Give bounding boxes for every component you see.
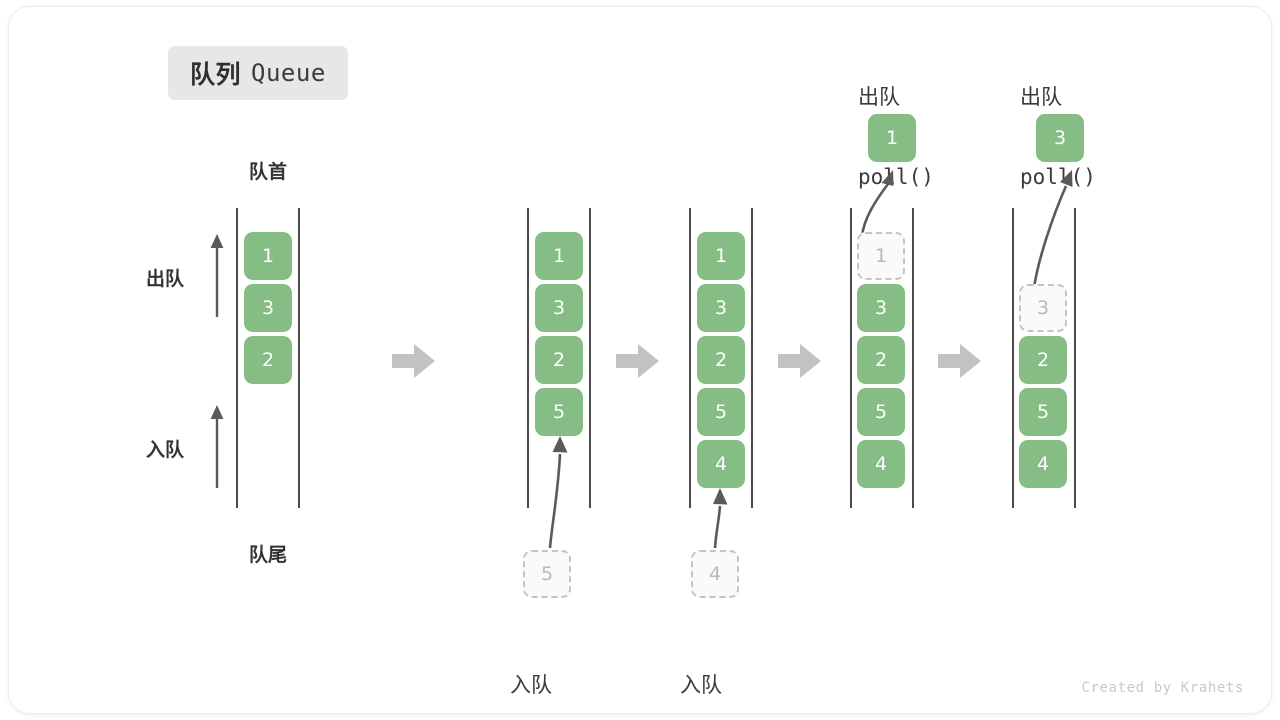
queue-rail-left	[236, 208, 238, 508]
queue-item: 5	[1019, 388, 1067, 436]
queue-item-ghost: 1	[857, 232, 905, 280]
title-chinese: 队列	[190, 60, 242, 89]
queue-item: 2	[244, 336, 292, 384]
step-caption-cn: 出队	[858, 84, 900, 109]
queue-item: 1	[697, 232, 745, 280]
incoming-value-ghost: 5	[523, 550, 571, 598]
step-caption: 出队 poll()	[1020, 30, 1096, 245]
queue-item: 2	[1019, 336, 1067, 384]
queue-item: 5	[697, 388, 745, 436]
step-caption: 入队 offer(4)	[680, 618, 781, 720]
enqueue-direction-label: 入队	[146, 439, 185, 461]
step-caption-cn: 入队	[680, 672, 722, 697]
queue-rail-right	[298, 208, 300, 508]
queue-rail-right	[912, 208, 914, 508]
step-caption: 入队 offer(5)	[510, 618, 611, 720]
step-arrow-icon	[778, 344, 821, 378]
queue-item: 4	[697, 440, 745, 488]
queue-rail-right	[1074, 208, 1076, 508]
step-arrow-icon	[616, 344, 659, 378]
queue-item: 5	[857, 388, 905, 436]
step-caption-code: poll()	[858, 165, 934, 190]
queue-item: 3	[857, 284, 905, 332]
step-caption-cn: 入队	[510, 672, 552, 697]
queue-rail-left	[527, 208, 529, 508]
queue-item: 5	[535, 388, 583, 436]
queue-item: 4	[857, 440, 905, 488]
enqueue-motion-arrow-icon	[713, 488, 728, 549]
queue-rail-right	[751, 208, 753, 508]
step-arrow-icon	[392, 344, 435, 378]
queue-rail-left	[850, 208, 852, 508]
queue-tail-label: 队尾	[248, 544, 287, 566]
polled-value: 1	[868, 114, 916, 162]
queue-item: 2	[535, 336, 583, 384]
queue-item: 3	[535, 284, 583, 332]
step-caption: 出队 poll()	[858, 30, 934, 245]
dequeue-direction-label: 出队	[146, 268, 185, 290]
queue-item: 2	[857, 336, 905, 384]
dequeue-motion-arrow-icon	[860, 170, 894, 237]
enqueue-motion-arrow-icon	[548, 436, 568, 549]
step-caption-code: poll()	[1020, 165, 1096, 190]
enqueue-direction-arrow-icon	[210, 405, 224, 488]
title-badge: 队列 Queue	[168, 46, 348, 100]
queue-item-ghost: 3	[1019, 284, 1067, 332]
queue-item: 3	[697, 284, 745, 332]
queue-rail-right	[589, 208, 591, 508]
incoming-value-ghost: 4	[691, 550, 739, 598]
step-caption-cn: 出队	[1020, 84, 1062, 109]
queue-item: 1	[535, 232, 583, 280]
dequeue-direction-arrow-icon	[210, 234, 224, 317]
queue-item: 1	[244, 232, 292, 280]
title-english: Queue	[251, 59, 326, 87]
queue-item: 4	[1019, 440, 1067, 488]
polled-value: 3	[1036, 114, 1084, 162]
queue-item: 2	[697, 336, 745, 384]
watermark-credit: Created by Krahets	[1081, 680, 1244, 696]
dequeue-motion-arrow-icon	[1032, 170, 1073, 289]
queue-item: 3	[244, 284, 292, 332]
step-arrow-icon	[938, 344, 981, 378]
queue-rail-left	[689, 208, 691, 508]
queue-rail-left	[1012, 208, 1014, 508]
queue-head-label: 队首	[248, 161, 287, 183]
